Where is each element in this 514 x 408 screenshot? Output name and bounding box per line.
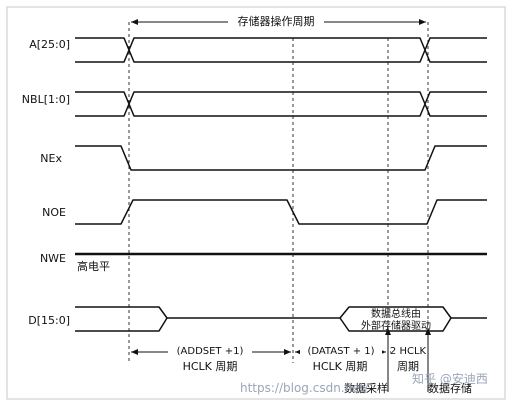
store-note: 数据存储: [428, 381, 472, 395]
signal-label-nex: NEx: [40, 152, 62, 165]
watermark-url: https://blog.csdn.net/: [240, 381, 369, 395]
addset-label: (ADDSET +1): [177, 346, 244, 357]
waveform-nex: [75, 145, 487, 171]
cycle-title: 存储器操作周期: [238, 14, 315, 28]
diagram-frame: [6, 6, 506, 400]
watermark-zhihu: 知乎 @安迪西: [412, 371, 488, 386]
sample-note: 数据采样: [344, 381, 388, 395]
hold-unit: 周期: [397, 360, 419, 373]
waveform-data-valid: [339, 306, 452, 332]
signal-label-data: D[15:0]: [28, 314, 70, 327]
waveform-address: [75, 37, 487, 63]
waveform-data-upper: [75, 306, 168, 332]
addset-unit: HCLK 周期: [183, 360, 238, 373]
signal-label-noe: NOE: [42, 206, 66, 219]
bus-note-line1: 数据总线由: [371, 307, 421, 320]
nwe-high-note: 高电平: [77, 259, 110, 273]
signal-label-nwe: NWE: [40, 252, 66, 265]
datast-label: (DATAST + 1): [307, 346, 374, 357]
signal-label-address: A[25:0]: [29, 38, 70, 51]
bus-note-line2: 外部存储器驱动: [361, 319, 431, 332]
hold-label: 2 HCLK: [390, 346, 427, 357]
waveform-nbl: [75, 91, 487, 117]
signal-label-nbl: NBL[1:0]: [22, 93, 70, 106]
datast-unit: HCLK 周期: [313, 360, 368, 373]
waveform-noe: [75, 199, 487, 225]
